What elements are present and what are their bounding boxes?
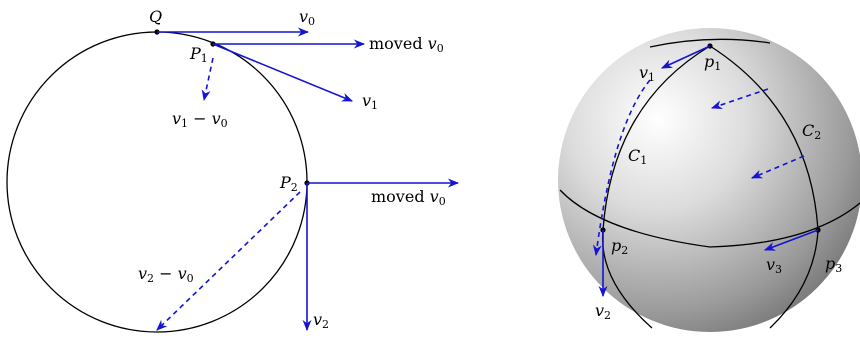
label-v1-minus-v0: v1 − v0 [172, 109, 228, 130]
sphere-diagram: p1 v1 C1 C2 p2 p3 v3 v2 [558, 28, 860, 332]
label-p2: P2 [279, 173, 298, 194]
label-c2: C2 [802, 121, 821, 142]
arc-equator [559, 189, 860, 248]
vector-transport-c1 [592, 79, 651, 257]
label-v1: v1 [362, 91, 378, 112]
circle [6, 31, 308, 333]
vector-v2-minus-v0 [156, 191, 301, 331]
label-v3: v3 [766, 255, 782, 276]
label-moved-v0-top: moved v0 [369, 34, 444, 55]
label-v1: v1 [639, 63, 655, 84]
label-v2: v2 [313, 310, 329, 331]
arc-c1 [601, 45, 711, 329]
label-c1: C1 [628, 146, 647, 167]
label-v2-minus-v0: v2 − v0 [138, 264, 194, 285]
sphere [558, 28, 860, 332]
plane-diagram: Q v0 moved v0 P1 v1 v1 − v0 P2 moved v0 … [6, 7, 460, 333]
vector-transport-c2-a [710, 88, 769, 110]
label-p2: p2 [611, 236, 628, 257]
vector-v3 [763, 229, 819, 251]
label-q: Q [149, 7, 162, 26]
label-moved-v0-mid: moved v0 [371, 187, 446, 208]
label-v2: v2 [595, 301, 611, 322]
vector-transport-c2-b [750, 155, 805, 179]
label-p1: p1 [704, 52, 721, 73]
arc-c2 [709, 45, 819, 329]
label-p1: P1 [189, 44, 208, 65]
arc-top-cap [649, 38, 771, 48]
vector-v1 [660, 45, 711, 69]
label-v0: v0 [299, 7, 315, 28]
vector-v1 [212, 43, 354, 102]
vector-v1-minus-v0 [201, 57, 214, 102]
label-p3: p3 [825, 254, 842, 275]
